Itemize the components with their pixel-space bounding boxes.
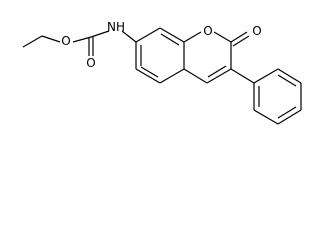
atom-label-carbonyl-oxygen: O xyxy=(86,56,95,70)
bond-ethyl-ch2-o xyxy=(41,35,61,43)
bond-pyrone-c3-c4-inner xyxy=(207,65,227,78)
bond-pyrone-c3-c4 xyxy=(206,68,232,84)
bond-c2-exo-o xyxy=(230,31,248,43)
atom-label-ester-oxygen: O xyxy=(61,34,70,48)
atom-label-lactone-oxygen: O xyxy=(252,24,261,38)
bond-phenyl-5 xyxy=(253,109,279,125)
bond-phenyl-2-inner xyxy=(277,74,297,87)
bond-benzo-5-inner xyxy=(140,66,159,78)
bond-pyrone-c8a-o1 xyxy=(183,31,202,43)
bond-benzo-2-inner xyxy=(160,33,180,46)
bond-phenyl-1 xyxy=(253,68,279,84)
bond-c3-phenyl xyxy=(230,68,255,84)
bond-carbonyl-c-nh xyxy=(90,30,110,38)
bond-benzo-4 xyxy=(159,68,185,84)
bond-nh-ring xyxy=(121,30,137,43)
bond-c2-exo-o-double xyxy=(232,35,250,47)
atom-label-ring-oxygen: O xyxy=(203,24,212,38)
chemical-structure-diagram: O O NH O O xyxy=(22,20,302,125)
bond-phenyl-4-inner xyxy=(277,106,297,119)
atom-label-amide-nitrogen: NH xyxy=(107,20,125,34)
bond-pyrone-o1-c2 xyxy=(213,31,232,43)
bond-benzo-2 xyxy=(159,27,185,43)
bond-benzo-1 xyxy=(135,27,161,43)
bond-phenyl-4 xyxy=(277,109,302,125)
bond-o-carbonyl-c xyxy=(72,36,92,43)
bond-pyrone-c4-c4a xyxy=(183,68,208,84)
bond-phenyl-2 xyxy=(277,68,302,84)
bond-ethyl-ch3-ch2 xyxy=(22,35,43,48)
bond-benzo-5 xyxy=(135,68,161,84)
